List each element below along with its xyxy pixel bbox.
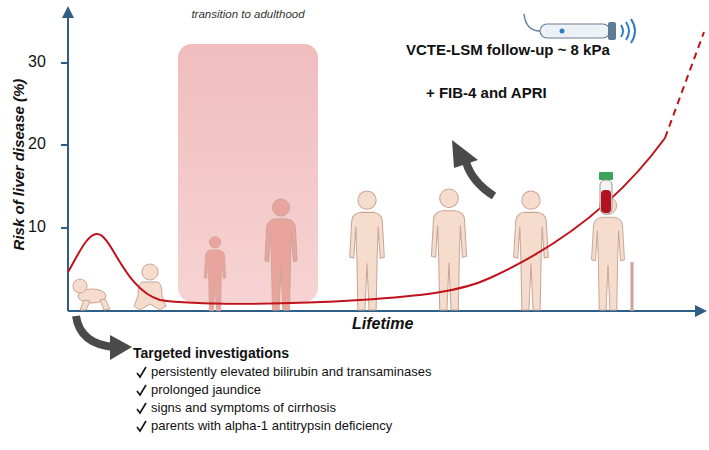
pointer-arrow — [76, 316, 132, 360]
band-heading: transition to adulthood — [172, 8, 324, 20]
band-fill — [178, 44, 318, 302]
pointer-arrow — [452, 140, 494, 196]
follow-up-note: VCTE-LSM follow-up ~ 8 kPa — [406, 41, 610, 58]
list-item: persistently elevated bilirubin and tran… — [151, 364, 431, 379]
axis-arrowhead — [62, 6, 74, 18]
risk-curve-projection — [665, 32, 704, 138]
axis-tick: 10 — [28, 218, 46, 236]
list-item: signs and symptoms of cirrhosis — [151, 400, 336, 415]
axis-title: Lifetime — [352, 315, 413, 333]
list-heading: Targeted investigations — [133, 345, 289, 361]
risk-curve — [68, 138, 665, 304]
checkmark — [137, 367, 146, 431]
axis-tick: 20 — [28, 135, 46, 153]
axes — [61, 16, 698, 311]
list-item: parents with alpha-1 antitrypsin deficie… — [151, 418, 392, 433]
axis-tick: 30 — [28, 53, 46, 71]
blood-tube — [599, 172, 613, 214]
axis-arrowhead — [695, 305, 707, 317]
people — [73, 189, 632, 311]
list-item: prolonged jaundice — [151, 382, 261, 397]
axis-title: Risk of liver disease (%) — [10, 55, 27, 275]
age-band: transition to adulthood — [172, 8, 324, 302]
follow-up-note: + FIB-4 and APRI — [426, 84, 547, 101]
elastography-probe — [524, 14, 635, 43]
baby-figure — [73, 279, 110, 310]
